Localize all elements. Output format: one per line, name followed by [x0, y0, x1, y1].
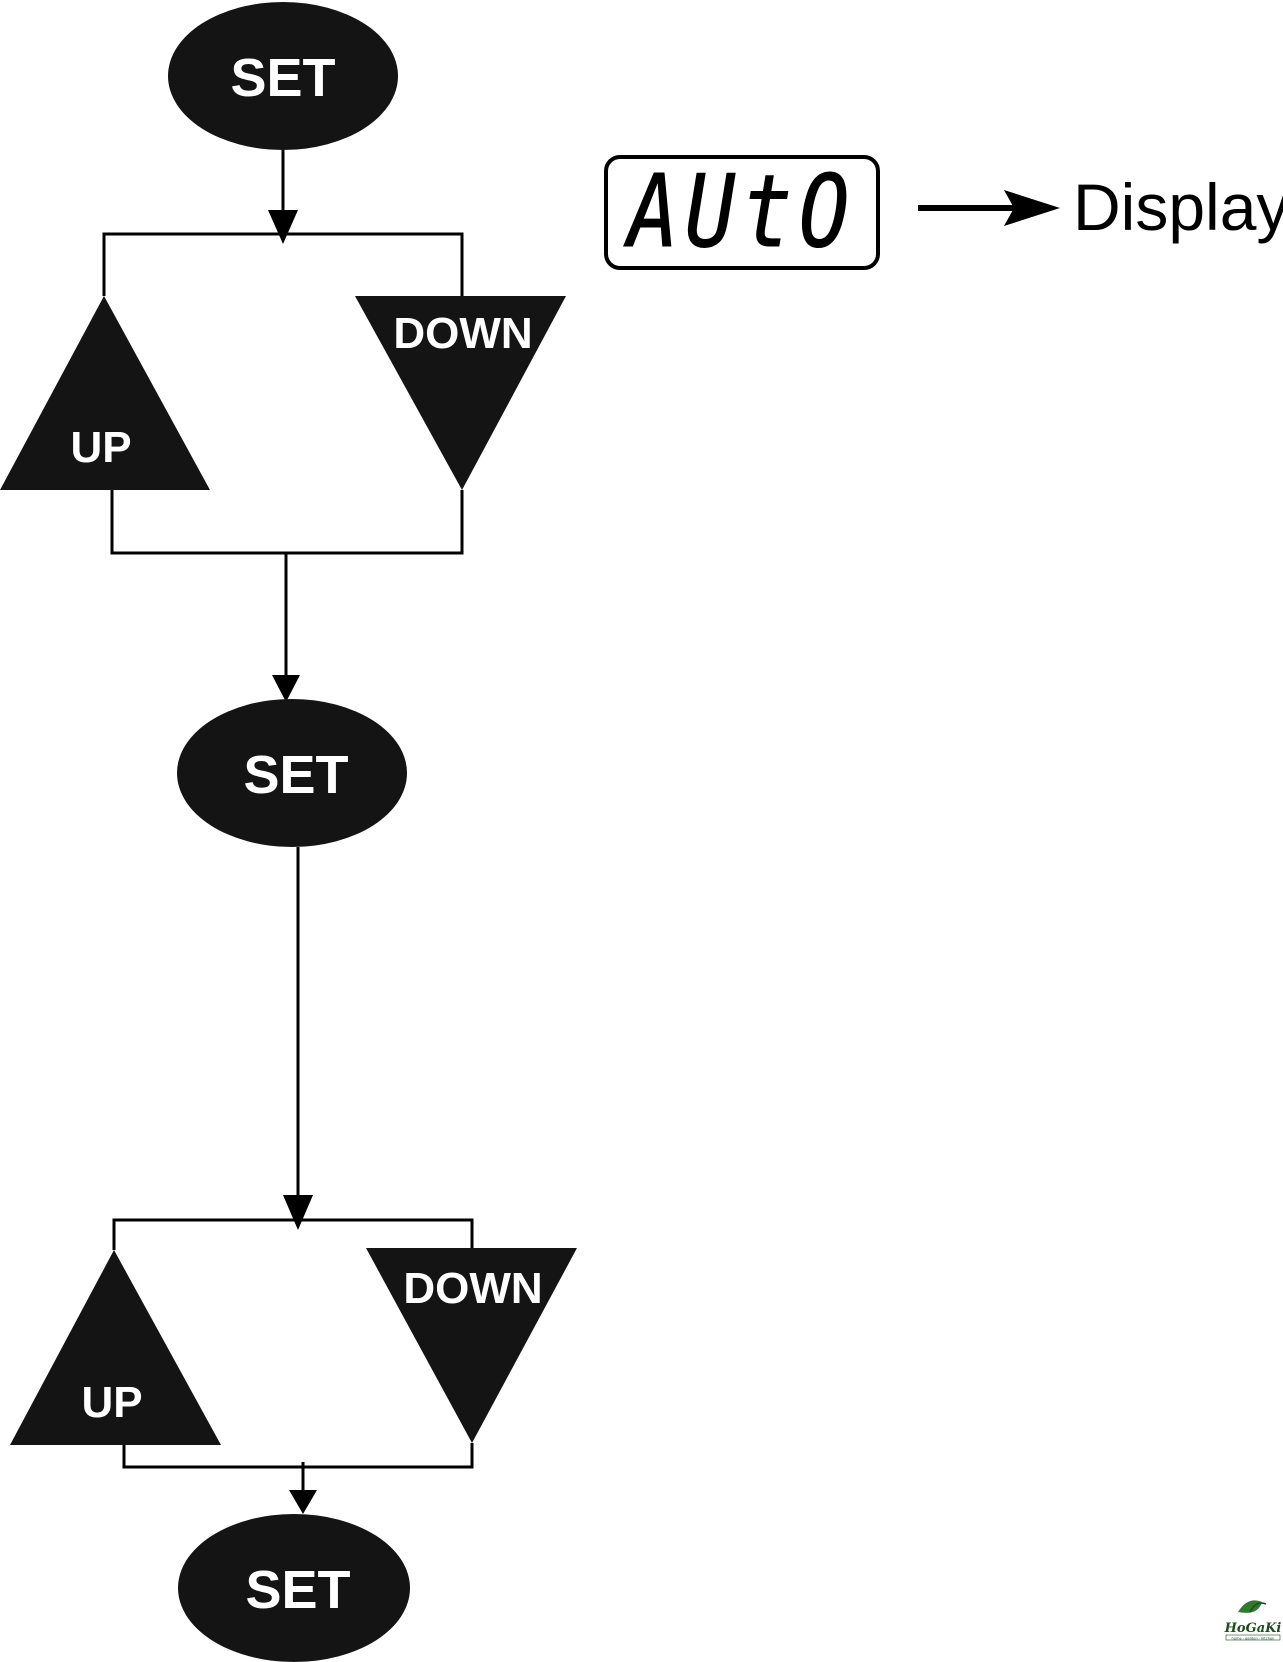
set-node-2-label: SET — [243, 745, 348, 805]
set-node-3 — [178, 1514, 410, 1662]
lcd-display-frame — [604, 155, 880, 270]
set-node-1 — [168, 2, 398, 150]
up-node-1-label: UP — [70, 423, 131, 472]
leaf-icon — [1249, 1602, 1267, 1613]
set-node-1-label: SET — [230, 48, 335, 108]
set-node-3-label: SET — [245, 1560, 350, 1620]
arrow-head — [283, 1195, 313, 1230]
logo-wordmark: HoGaKi — [1224, 1621, 1282, 1636]
hogaki-logo: HoGaKi home · garden · kitchen — [1224, 1600, 1282, 1640]
down-node-2-label: DOWN — [403, 1264, 542, 1313]
merge-bracket — [122, 1443, 474, 1469]
leaf-icon — [1238, 1600, 1262, 1613]
display-label: Display — [1073, 170, 1283, 244]
split-bracket — [112, 1218, 474, 1250]
up-triangle-2 — [10, 1250, 221, 1445]
set-node-2 — [177, 699, 407, 847]
up-triangle-1 — [0, 296, 210, 490]
arrow-head — [1004, 190, 1060, 226]
arrow-head — [289, 1490, 317, 1514]
down-triangle-2 — [366, 1248, 577, 1443]
logo-tagline: home · garden · kitchen — [1232, 1636, 1275, 1640]
lcd-display-readout: AUtO — [623, 153, 856, 270]
down-node-1-label: DOWN — [393, 309, 532, 358]
down-triangle-1 — [355, 296, 566, 490]
up-node-2-label: UP — [81, 1378, 142, 1427]
arrow-head — [272, 675, 300, 702]
arrow-head — [268, 210, 298, 244]
merge-bracket — [110, 490, 464, 555]
split-bracket — [102, 232, 464, 296]
